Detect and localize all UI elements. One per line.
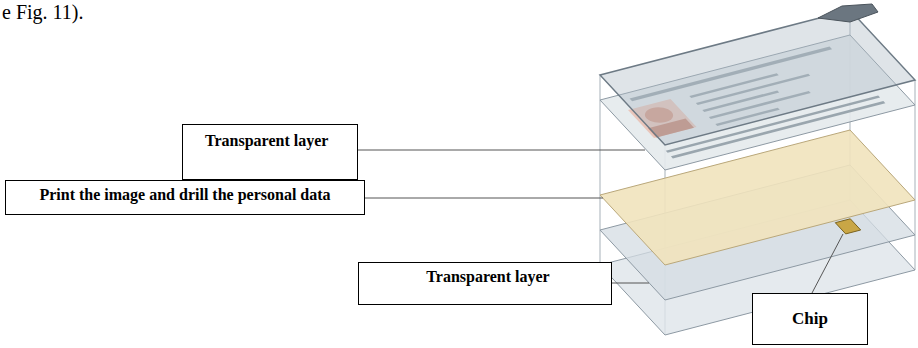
leader-line [365,198,603,199]
leader-line [358,150,645,151]
layer-guides [600,10,915,335]
cover-layer [600,10,915,145]
layer-label: Print the image and drill the personal d… [39,185,330,204]
holder-clip [818,4,878,22]
layer-label: Transparent layer [205,131,328,150]
guide-line [915,80,916,270]
reference-text: e Fig. 11). [2,0,83,24]
label-box: Transparent layer [182,124,358,180]
leader-line [812,234,843,293]
label-box: Print the image and drill the personal d… [5,180,365,215]
guide-line [600,75,601,265]
leader-line [612,283,649,284]
layer-label: Transparent layer [426,267,549,286]
layer-label: Chip [792,309,828,329]
label-box: Transparent layer [358,262,612,305]
chip-symbol [835,219,860,234]
label-box: Chip [752,293,868,345]
